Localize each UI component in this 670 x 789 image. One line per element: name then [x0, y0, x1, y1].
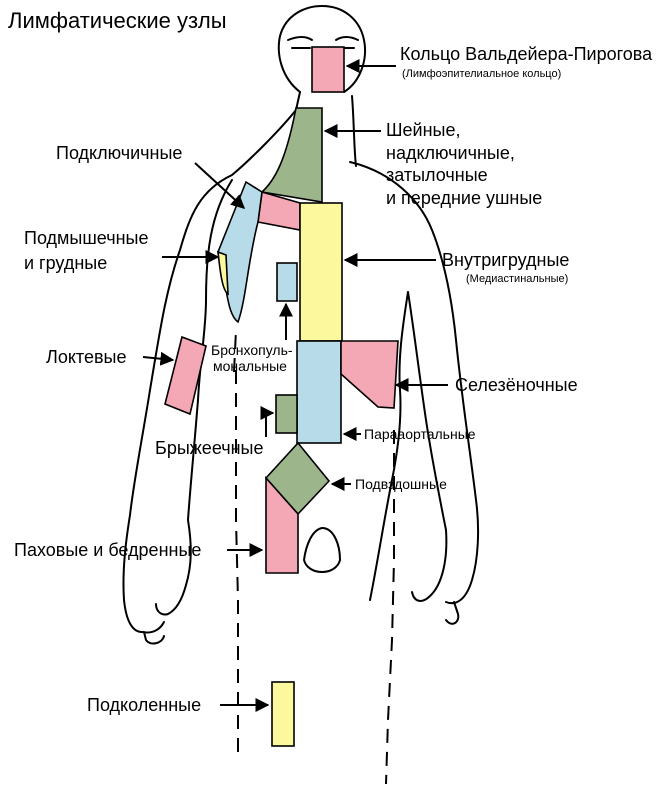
label-axillary-1: Подмышечные: [24, 228, 149, 248]
pectoral-region: [217, 250, 229, 296]
label-intrathoracic-sub: (Медиастинальные): [466, 273, 568, 285]
label-splenic: Селезёночные: [455, 375, 578, 395]
diagram-title: Лимфатические узлы: [8, 8, 227, 33]
label-intrathoracic: Внутригрудные: [442, 250, 569, 270]
label-subclavian: Подключичные: [56, 143, 182, 163]
label-cubital: Локтевые: [46, 347, 126, 367]
label-waldeyer: Кольцо Вальдейера-Пирогова: [400, 44, 653, 64]
node-regions: [164, 46, 399, 747]
body-outline: [122, 5, 480, 785]
axillary-region: [217, 180, 263, 324]
cubital-region: [164, 335, 207, 416]
inguinal-femoral-region: [265, 475, 299, 574]
label-cervical-4: и передние ушные: [386, 188, 542, 208]
label-iliac: Подвздошные: [355, 476, 447, 492]
label-axillary-2: и грудные: [24, 253, 107, 273]
label-popliteal: Подколенные: [87, 695, 201, 715]
label-waldeyer-sub: (Лимфоэпителиальное кольцо): [402, 68, 561, 80]
cervical-region: [260, 107, 323, 203]
label-cervical-3: затылочные: [386, 165, 488, 185]
arrow-subclavian: [194, 162, 246, 209]
label-inguinal: Паховые и бедренные: [14, 540, 201, 560]
label-cervical-1: Шейные,: [386, 120, 460, 140]
mesenteric-region: [275, 394, 298, 434]
paraaortic-region: [296, 340, 342, 444]
label-bronchopulmonary-2: мональные: [213, 358, 287, 374]
labels: Кольцо Вальдейера-Пирогова (Лимфоэпители…: [14, 44, 653, 715]
intrathoracic-region: [299, 202, 343, 342]
waldeyer-ring-region: [311, 46, 345, 93]
arrow-cubital: [142, 351, 175, 366]
label-cervical-2: надключичные,: [386, 143, 515, 163]
bronchopulmonary-region: [276, 262, 298, 302]
label-paraaortic: Парааортальные: [364, 426, 476, 442]
splenic-region: [340, 340, 399, 409]
label-mesenteric: Брыжеечные: [155, 438, 264, 458]
arrows: [142, 59, 448, 712]
popliteal-region: [271, 681, 295, 747]
arrow-mesenteric: [260, 406, 275, 437]
label-bronchopulmonary-1: Бронхопуль-: [211, 342, 293, 358]
